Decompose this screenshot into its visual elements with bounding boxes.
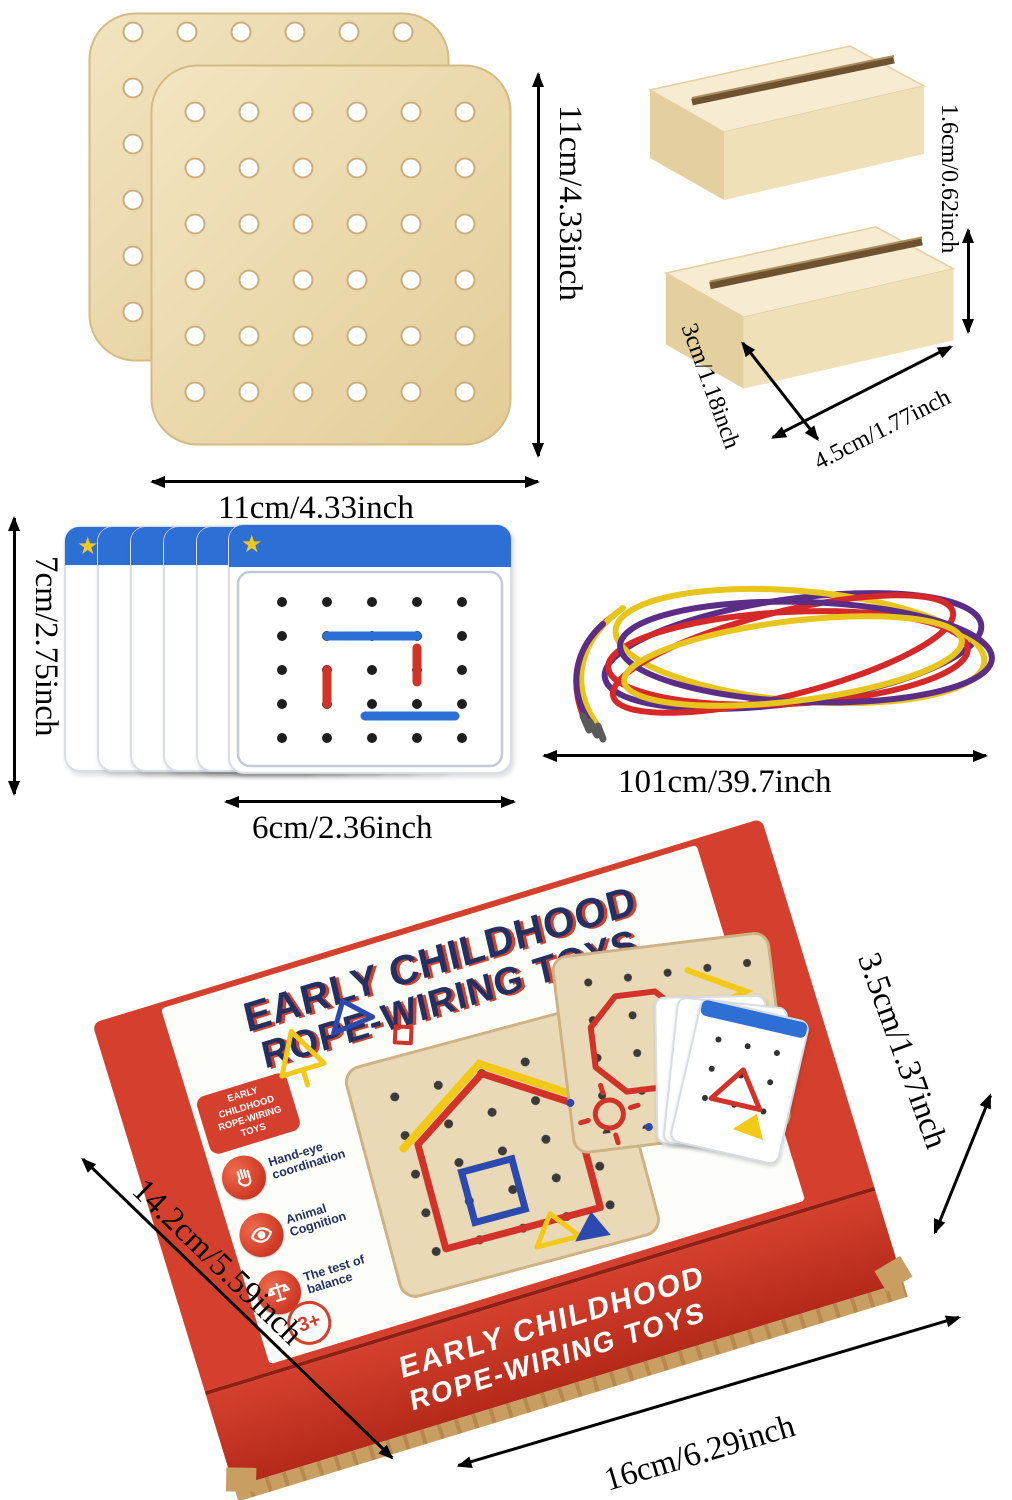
box-art-card — [668, 996, 811, 1167]
stand-height-arrow — [967, 230, 970, 332]
card-height-label: 7cm/2.75inch — [28, 556, 64, 737]
box-art-card-pattern — [700, 1000, 808, 1141]
box-cardboard-corner — [225, 1467, 257, 1492]
balance-icon — [251, 1264, 307, 1320]
star-icon: ★ — [241, 531, 263, 558]
hand-icon — [216, 1150, 272, 1206]
card-width-arrow — [224, 795, 516, 808]
pegboard-width-label: 11cm/4.33inch — [218, 490, 414, 526]
stand-front — [663, 226, 956, 389]
card-height-arrow — [13, 518, 16, 794]
feature-hand-eye: Hand-eye coordination — [216, 1119, 374, 1206]
box-art-card-fan — [654, 994, 811, 1187]
lacing-ropes — [573, 585, 995, 743]
rope-length-label: 101cm/39.7inch — [618, 764, 832, 800]
card-peg-pattern — [236, 570, 504, 768]
pegboard-front — [150, 64, 512, 446]
pegboard-height-arrow — [537, 74, 540, 456]
box-width-label: 16cm/6.29inch — [600, 1408, 800, 1499]
wooden-stands — [647, 45, 956, 389]
pegboard-width-arrow — [150, 475, 540, 488]
card-header-band: ★ — [229, 525, 511, 567]
pattern-card-front: ★ — [228, 524, 512, 774]
product-box: EARLY CHILDHOOD ROPE-WIRING TOYS EARLY C… — [92, 818, 913, 1500]
rope-length-arrow — [542, 749, 988, 762]
star-icon: ★ — [77, 533, 99, 560]
feature-balance: The test of balance — [251, 1233, 410, 1320]
feature-animal-cognition: Animal Cognition — [234, 1176, 392, 1263]
card-width-label: 6cm/2.36inch — [252, 810, 433, 846]
pegboard-height-label: 11cm/4.33inch — [552, 105, 588, 301]
eye-icon — [234, 1207, 289, 1263]
stand-height-label: 1.6cm/0.62inch — [936, 104, 962, 254]
stand-back — [647, 45, 927, 200]
feature-label: Hand-eye coordination — [266, 1139, 347, 1182]
box-height-label: 3.5cm/1.37inch — [850, 948, 955, 1154]
